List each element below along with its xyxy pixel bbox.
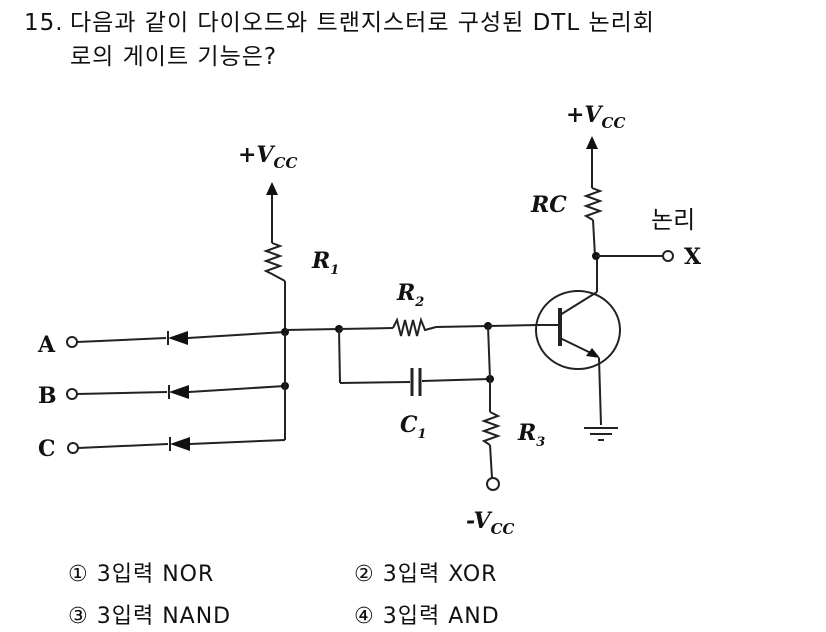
- svg-text:B: B: [38, 383, 57, 409]
- capacitor-c1: C1: [338, 325, 494, 442]
- svg-text:+VCC: +VCC: [566, 102, 625, 132]
- diode-icon: [170, 437, 190, 451]
- arrow-up-icon: [266, 182, 278, 195]
- vcc-left-supply: +VCC: [238, 142, 297, 243]
- ground-icon: [584, 427, 618, 441]
- svg-text:R2: R2: [396, 280, 424, 310]
- svg-text:X: X: [684, 244, 702, 270]
- svg-text:RC: RC: [530, 192, 567, 218]
- svg-text:+VCC: +VCC: [238, 142, 297, 172]
- resistor-rc: RC: [530, 187, 603, 257]
- npn-transistor: [487, 258, 621, 441]
- question-number: 15.: [24, 10, 64, 36]
- question-line-2: 로의 게이트 기능은?: [70, 44, 278, 70]
- resistor-r2: R2: [284, 280, 492, 337]
- question-text: 15.다음과 같이 다이오드와 트랜지스터로 구성된 DTL 논리회 로의 게이…: [24, 6, 655, 74]
- svg-text:논리: 논리: [651, 206, 695, 234]
- svg-text:C1: C1: [400, 412, 427, 442]
- resistor-r3: R3 -VCC: [466, 379, 545, 538]
- arrow-up-icon: [586, 136, 598, 149]
- vcc-right-supply: +VCC: [566, 102, 625, 188]
- svg-text:-VCC: -VCC: [466, 508, 515, 538]
- diode-icon: [169, 385, 189, 399]
- svg-text:A: A: [37, 332, 56, 358]
- input-c: C: [38, 332, 286, 462]
- dtl-circuit-diagram: +VCC R1 A B: [0, 80, 826, 550]
- diode-icon: [168, 331, 188, 345]
- resistor-r1: R1: [263, 242, 339, 330]
- svg-text:R3: R3: [517, 420, 545, 450]
- input-b: B: [38, 382, 289, 409]
- svg-text:C: C: [38, 436, 56, 462]
- question-line-1: 15.다음과 같이 다이오드와 트랜지스터로 구성된 DTL 논리회: [24, 6, 655, 40]
- output-x: 논리 X: [592, 206, 702, 270]
- question-line-1-text: 다음과 같이 다이오드와 트랜지스터로 구성된 DTL 논리회: [70, 10, 655, 36]
- input-a: A: [37, 328, 289, 358]
- emitter-arrow-icon: [586, 348, 600, 358]
- svg-text:R1: R1: [311, 248, 339, 278]
